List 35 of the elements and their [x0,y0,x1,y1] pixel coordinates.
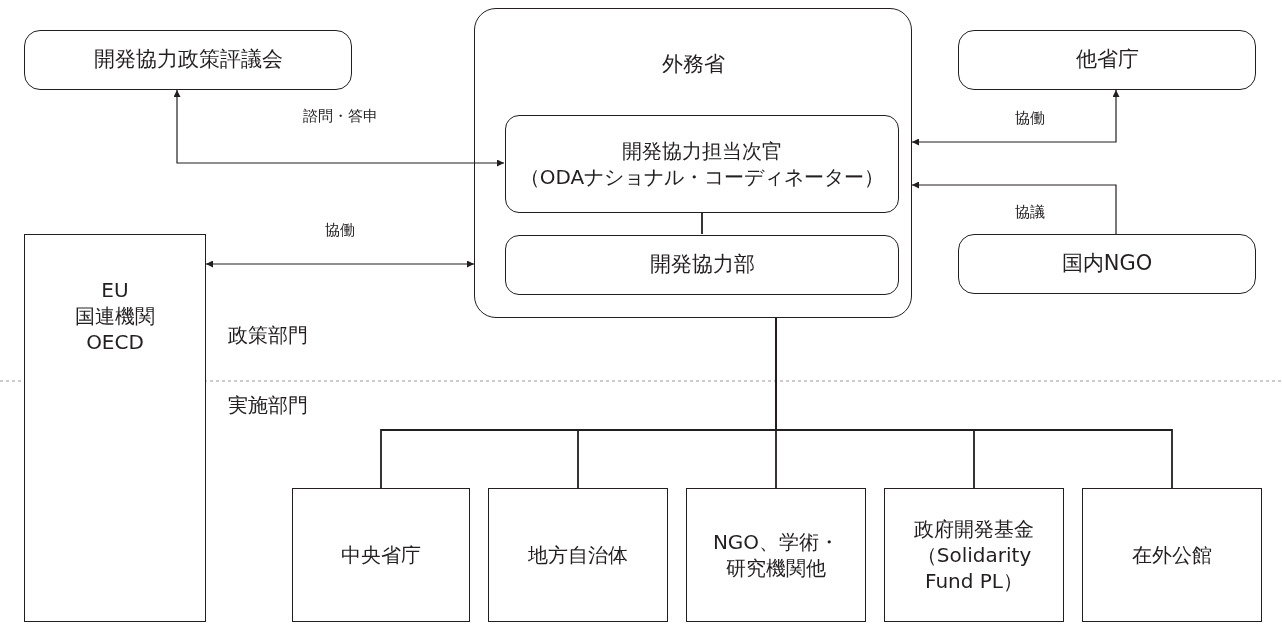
node-text: 政府開発基金（Solidarity Fund PL） [913,516,1035,594]
arrow [173,89,505,167]
node-text: 開発協力部 [649,251,755,279]
edge-label: 協議 [1012,202,1048,222]
process-box [292,488,470,622]
node-text: 国内NGO [1061,250,1153,278]
rounded-box [505,235,899,295]
node-text: （ODAナショナル・コーディネーター） [519,164,885,190]
node-text: 他省庁 [1075,46,1139,74]
process-box [884,488,1064,622]
rounded-box [24,30,352,90]
node-text: 開発協力担当次官 [622,138,782,164]
rounded-box [958,30,1256,90]
rounded-box [474,8,912,318]
connector-line [701,211,703,235]
process-box [24,234,206,622]
node-text: 在外公館 [1132,542,1212,568]
node-text: 外務省 [661,51,725,78]
rounded-box [958,234,1256,294]
node-text: NGO、学術・研究機関他 [711,529,841,581]
node-text: OECD [86,329,144,355]
node-text: EU [101,277,129,303]
arrow [205,260,475,268]
section-label: 実施部門 [228,392,308,419]
node-text: 国連機関 [75,303,155,329]
arrow [911,89,1120,146]
section-label: 政策部門 [228,322,308,349]
node-text: 中央省庁 [341,542,421,568]
node-text: 地方自治体 [528,542,628,568]
node-text: 開発協力政策評議会 [93,46,283,74]
arrow [911,181,1117,235]
process-box [488,488,668,622]
rounded-box [505,115,899,213]
process-box [1082,488,1262,622]
process-box [686,488,866,622]
